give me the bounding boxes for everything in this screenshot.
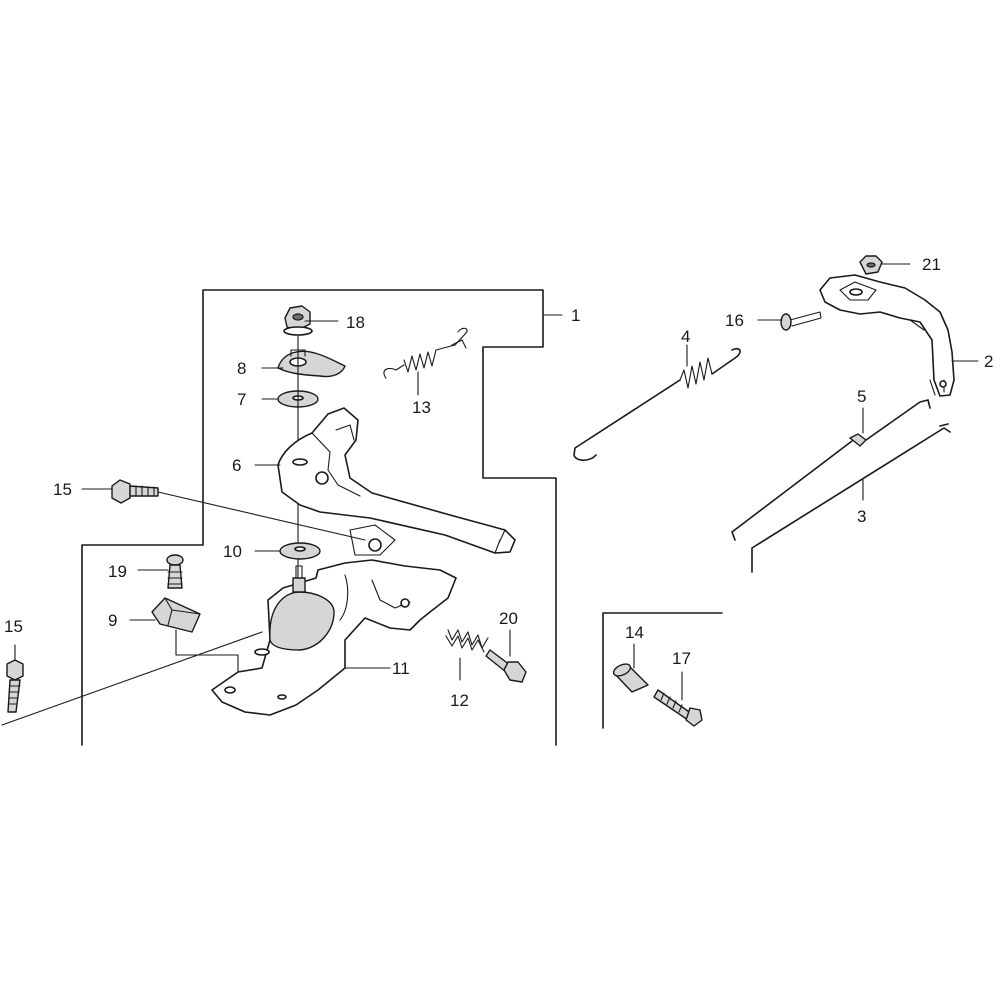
bolt-15-lower	[6, 659, 24, 713]
screw-19	[166, 554, 184, 589]
assembly-outline	[81, 289, 557, 746]
plate-8	[277, 349, 346, 378]
bracket-11	[211, 524, 457, 716]
spring-13	[383, 327, 468, 379]
callout-13: 13	[412, 398, 431, 417]
callout-3: 3	[857, 507, 866, 526]
subgroup-outline	[602, 612, 723, 729]
collar-14	[612, 663, 649, 693]
callout-11: 11	[392, 659, 410, 678]
spring-12	[445, 629, 489, 653]
callout-1: 1	[571, 306, 580, 325]
callout-12: 12	[450, 691, 469, 710]
callout-9: 9	[108, 611, 117, 630]
callout-20: 20	[499, 609, 518, 628]
washer-10	[279, 542, 321, 560]
callout-7: 7	[237, 390, 246, 409]
callout-10: 10	[223, 542, 242, 561]
callout-4: 4	[681, 327, 690, 346]
bolt-17	[653, 689, 703, 727]
screw-16	[780, 311, 822, 331]
callout-21: 21	[922, 255, 941, 274]
callout-18: 18	[346, 313, 365, 332]
arm-2	[819, 274, 955, 397]
callout-15-upper: 15	[53, 480, 72, 499]
callout-5: 5	[857, 387, 866, 406]
callout-16: 16	[725, 311, 744, 330]
bolt-15-upper	[111, 479, 159, 504]
callout-labels: 1 2 3 4 5 6 7 8 9 10 11 12 13 14 15 15 1…	[4, 255, 993, 710]
bolt-20	[485, 649, 527, 683]
leader-lines	[1, 263, 979, 726]
callout-6: 6	[232, 456, 241, 475]
callout-8: 8	[237, 359, 246, 378]
nut-18	[283, 305, 313, 336]
callout-15-lower: 15	[4, 617, 23, 636]
callout-17: 17	[672, 649, 691, 668]
clip-9	[151, 597, 201, 633]
stud	[292, 565, 306, 593]
callout-14: 14	[625, 623, 644, 642]
lever-6	[277, 407, 516, 554]
spring-4	[573, 347, 741, 462]
callout-2: 2	[984, 352, 993, 371]
nut-21	[859, 255, 883, 275]
rod-5	[731, 399, 931, 541]
callout-19: 19	[108, 562, 127, 581]
rod-3	[751, 423, 951, 573]
